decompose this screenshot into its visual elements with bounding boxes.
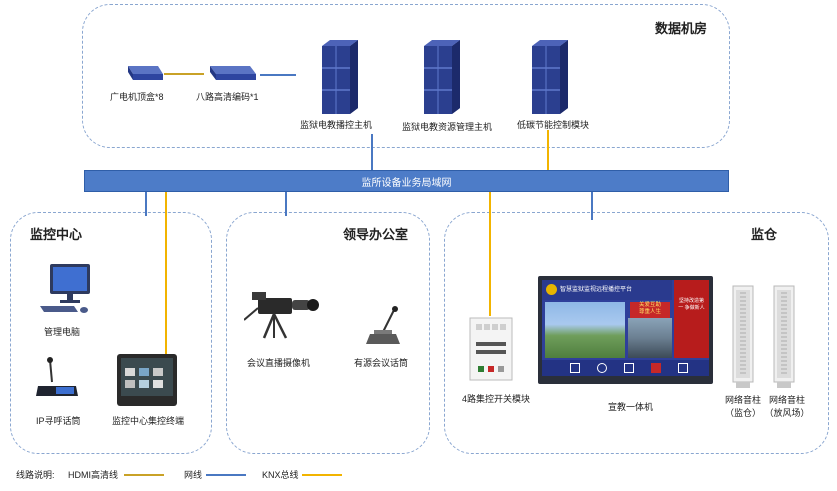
speaker-yard-label-line1: 网络音柱 [768, 395, 805, 405]
lan-backbone-bar: 监所设备业务局域网 [84, 170, 729, 192]
zone-monitor-center [10, 212, 212, 454]
edu-screen-display: 智慧监狱监视远程播控平台 关爱互助 尊重人生 坚持改造第一 争做新人 [542, 280, 709, 376]
edu-screen-banner-line1: 关爱互助 [638, 302, 661, 308]
resource-host-server-icon [424, 40, 460, 114]
zone-title-leader-office: 领导办公室 [343, 227, 409, 242]
energy-module-server-icon [532, 40, 568, 114]
legend-knx-label: KNX总线 [262, 470, 299, 480]
resource-host-label: 监狱电教资源管理主机 [402, 122, 493, 132]
ip-mic-icon [36, 357, 78, 396]
set-top-box-label: 广电机顶盒*8 [110, 92, 164, 102]
knx-switch-module-icon [469, 317, 513, 381]
speaker-column-cell-icon [732, 285, 754, 388]
edu-screen-btn-3-icon [624, 363, 634, 373]
hd-encoder-icon [210, 66, 256, 80]
edu-screen-photo-left [545, 302, 625, 358]
net-line-host1-bar [371, 134, 373, 170]
edu-screen-photo-right [628, 318, 672, 358]
knx-line-monitor-terminal [165, 192, 167, 354]
set-top-box-icon [128, 66, 163, 80]
zone-cell [444, 212, 829, 454]
edu-screen-btn-4-icon [651, 363, 661, 373]
speaker-cell-label-line1: 网络音柱 [724, 395, 761, 405]
legend-hdmi-swatch [124, 474, 164, 476]
knx-line-switch-module [489, 192, 491, 316]
hd-encoder-label: 八路高清编码*1 [196, 92, 259, 102]
edu-screen-banner-line2: 尊重人生 [638, 309, 661, 315]
zone-title-monitor-center: 监控中心 [30, 227, 83, 242]
edu-screen-label: 宣教一体机 [608, 402, 654, 412]
edu-screen-btn-5-icon [678, 363, 688, 373]
zone-leader-office [226, 212, 430, 454]
broadcast-host-server-icon [322, 40, 358, 114]
zone-title-cell: 监仓 [751, 227, 778, 242]
edu-screen-banner: 关爱互助 尊重人生 [630, 302, 670, 318]
net-line-cell [591, 192, 593, 220]
zone-title-data-room: 数据机房 [655, 21, 708, 36]
conference-mic-label: 有源会议话筒 [354, 358, 409, 368]
management-pc-label: 管理电脑 [44, 327, 81, 337]
edu-screen-side-panel: 坚持改造第一 争做新人 [674, 280, 709, 358]
edu-screen-btn-2-icon [597, 363, 607, 373]
broadcast-host-label: 监狱电教播控主机 [300, 120, 373, 130]
edu-screen-device: 智慧监狱监视远程播控平台 关爱互助 尊重人生 坚持改造第一 争做新人 [538, 276, 713, 384]
edu-screen-emblem-icon [546, 284, 557, 295]
ip-mic-label: IP寻呼话筒 [36, 416, 81, 426]
edu-screen-side-text: 坚持改造第一 争做新人 [678, 298, 705, 311]
camera-label: 会议直播摄像机 [247, 358, 311, 368]
knx-switch-module-label: 4路集控开关模块 [462, 394, 531, 404]
management-pc-icon [40, 264, 90, 313]
legend-title: 线路说明: [16, 470, 55, 480]
edu-screen-btn-1-icon [570, 363, 580, 373]
speaker-column-yard-icon [773, 285, 795, 388]
net-line-monitor-center [145, 192, 147, 216]
edu-screen-header-text: 智慧监狱监视远程播控平台 [560, 287, 633, 293]
knx-line-energy-bar [547, 130, 549, 170]
speaker-yard-label: 网络音柱 （放风场） [762, 394, 812, 420]
edu-screen-footer [542, 360, 709, 376]
legend-net-label: 网线 [184, 470, 203, 480]
zone-data-room [82, 4, 730, 148]
energy-module-label: 低碳节能控制模块 [517, 120, 590, 130]
legend-net-swatch [206, 474, 246, 476]
center-terminal-label: 监控中心集控终端 [112, 416, 185, 426]
lan-backbone-label: 监所设备业务局域网 [361, 177, 452, 189]
camera-icon [244, 292, 319, 339]
net-line-leader-office [285, 192, 287, 216]
conference-mic-icon [366, 306, 400, 344]
speaker-cell-label: 网络音柱 （监仓） [718, 394, 768, 420]
speaker-yard-label-line2: （放风场） [764, 408, 810, 418]
legend-knx-swatch [302, 474, 342, 476]
legend-hdmi-label: HDMI高清线 [68, 470, 118, 480]
net-line-encoder-host [260, 74, 296, 76]
edu-screen-header: 智慧监狱监视远程播控平台 [542, 280, 672, 300]
speaker-cell-label-line2: （监仓） [724, 408, 761, 418]
hdmi-line-stb-encoder [164, 73, 204, 75]
center-terminal-icon [117, 354, 177, 406]
